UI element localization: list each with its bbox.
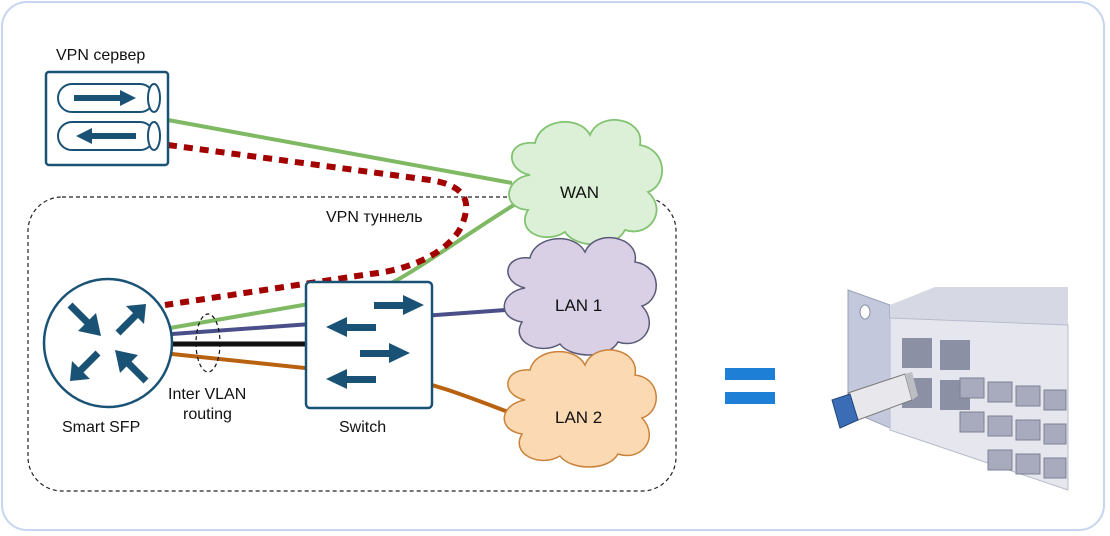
lan1-cloud-icon [503,236,657,356]
router-arrows-icon [42,277,174,409]
arrow-left-icon [76,128,136,144]
equals-sign [725,368,775,404]
wan-cloud-label: WAN [560,183,599,202]
wan-link-vpn-server [167,118,513,185]
vpn-server-label: VPN сервер [56,47,145,64]
wan-cloud-icon [508,119,663,246]
smart-sfp-label: Smart SFP [62,419,140,436]
inter-vlan-label-line2: routing [183,406,232,423]
vpn-tunnel-label: VPN туннель [326,209,423,226]
inter-vlan-marker [195,313,221,373]
switch-label: Switch [339,419,386,436]
inter-vlan-label-line1: Inter VLAN [168,386,246,403]
local-network-boundary [27,196,677,492]
arrow-right-icon [74,90,136,106]
vpn-tunnel-line [164,142,470,308]
lan2-cloud-icon [503,349,657,468]
lan1-cloud-label: LAN 1 [555,296,602,315]
switch-arrows-icon [304,280,434,410]
lan2-cloud-label: LAN 2 [555,408,602,427]
vpn-server-icon [44,70,170,167]
sfp-module-photo [831,287,1069,491]
